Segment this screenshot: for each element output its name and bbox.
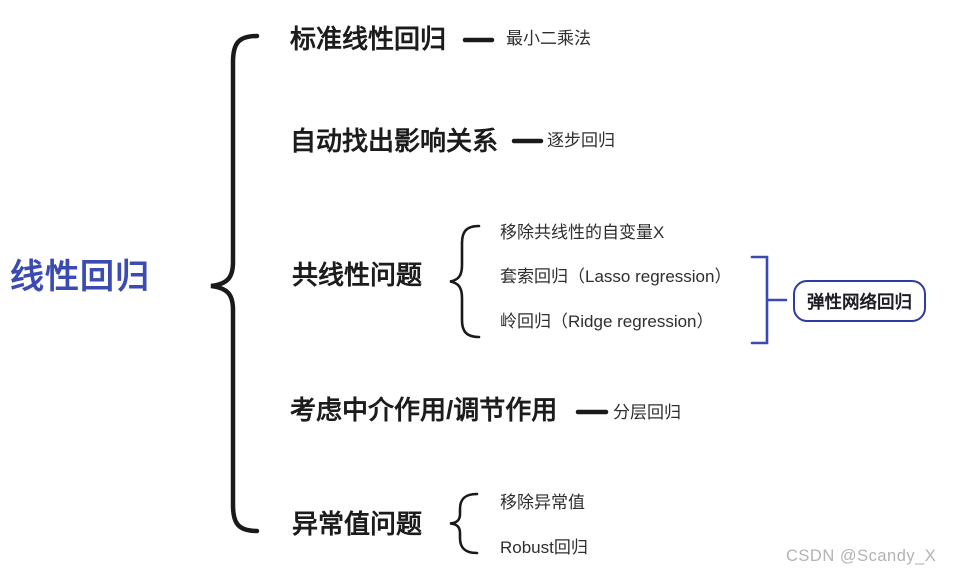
branch-note-hierarchical-regression: 分层回归 <box>613 403 681 422</box>
child-lasso-regression: 套索回归（Lasso regression） <box>500 267 732 286</box>
collinearity-brace <box>449 224 481 339</box>
branch-label-collinearity-problem: 共线性问题 <box>292 260 423 290</box>
watermark: CSDN @Scandy_X <box>786 547 937 565</box>
root-topic: 线性回归 <box>10 258 150 296</box>
child-remove-collinear-variables: 移除共线性的自变量X <box>500 223 665 242</box>
outlier-brace <box>449 492 479 555</box>
elastic-net-label: 弹性网络回归 <box>807 291 912 312</box>
branch-label-standard-linear-regression: 标准线性回归 <box>290 24 447 54</box>
elastic-net-bracket <box>750 255 788 345</box>
child-ridge-regression: 岭回归（Ridge regression） <box>500 312 714 331</box>
child-remove-outliers: 移除异常值 <box>500 493 585 512</box>
branch-note-least-squares: 最小二乘法 <box>506 29 591 48</box>
child-robust-regression: Robust回归 <box>500 538 588 557</box>
elastic-net-callout-box: 弹性网络回归 <box>793 280 926 322</box>
branch-label-mediation-moderation: 考虑中介作用/调节作用 <box>290 395 558 425</box>
root-brace <box>210 33 260 534</box>
branch-label-outlier-problem: 异常值问题 <box>292 509 423 539</box>
branch-label-auto-find-relations: 自动找出影响关系 <box>290 126 499 156</box>
branch-note-stepwise-regression: 逐步回归 <box>547 131 615 150</box>
